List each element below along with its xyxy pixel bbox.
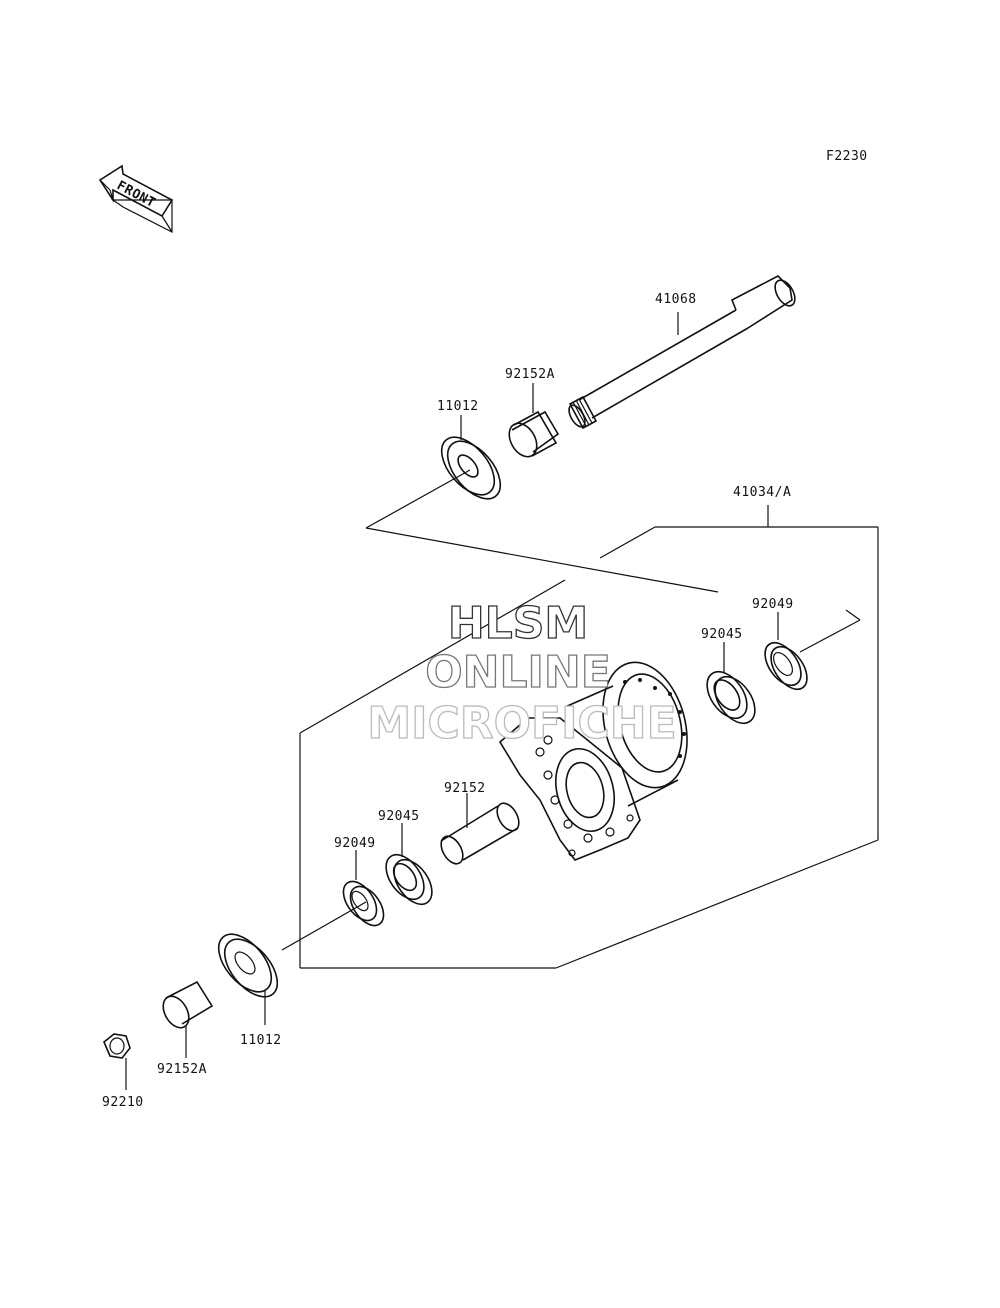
- axle: [568, 275, 796, 430]
- front-arrow-icon: FRONT: [98, 164, 174, 233]
- wheel-hub: [498, 661, 688, 861]
- label-41034a: 41034/A: [733, 485, 791, 500]
- front-label: FRONT: [114, 178, 158, 211]
- seal-right: [764, 612, 808, 691]
- watermark: HLSM ONLINE MICROFICHE: [367, 597, 678, 749]
- label-92045-left: 92045: [378, 809, 420, 824]
- label-92049-right: 92049: [752, 597, 794, 612]
- collar-top: [508, 383, 560, 458]
- figure-code: F2230: [826, 149, 868, 164]
- washer-top: [440, 415, 502, 500]
- label-11012-top: 11012: [437, 399, 479, 414]
- seal-left: [342, 850, 385, 927]
- watermark-line2: ONLINE: [425, 647, 611, 698]
- watermark-line1: HLSM: [448, 598, 588, 649]
- collar-bottom: [162, 980, 214, 1058]
- label-92152a-top: 92152A: [505, 367, 555, 382]
- nut: [103, 1033, 131, 1090]
- label-92152a-bottom: 92152A: [157, 1062, 207, 1077]
- label-11012-bottom: 11012: [240, 1033, 282, 1048]
- watermark-line3: MICROFICHE: [367, 698, 676, 749]
- label-92210: 92210: [102, 1095, 144, 1110]
- bearing-left: [385, 823, 433, 906]
- label-92152: 92152: [444, 781, 486, 796]
- label-92045-right: 92045: [701, 627, 743, 642]
- label-92049-left: 92049: [334, 836, 376, 851]
- spacer: [440, 793, 520, 865]
- washer-bottom: [217, 933, 279, 1025]
- assembly-lines: [281, 469, 879, 969]
- bearing-right: [706, 642, 756, 724]
- label-41068: 41068: [655, 292, 697, 307]
